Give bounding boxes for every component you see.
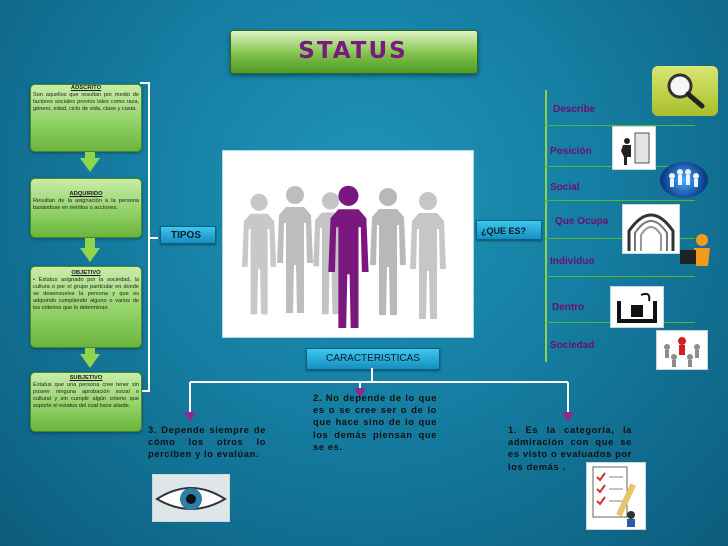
left-bracket-top (140, 82, 150, 84)
right-item-sociedad: Sociedad (550, 340, 595, 351)
people-image (222, 150, 474, 338)
checklist-icon (586, 462, 646, 530)
right-item-dentro: Dentro (552, 302, 585, 313)
down-arrow-icon (80, 354, 100, 368)
right-item-posicion: Posición (550, 146, 592, 157)
type-box-adscrito: ADSCRITO Son aquellos que resultan por m… (30, 84, 142, 152)
que-es-label: ¿QUE ES? (476, 220, 542, 240)
arrow-stem (85, 152, 95, 158)
right-item-social: Social (550, 182, 580, 193)
right-item-describe: Describe (553, 104, 596, 115)
down-arrow-icon (80, 158, 100, 172)
left-bracket-bottom (140, 390, 150, 392)
type-heading: OBJETIVO (71, 270, 101, 276)
divider (545, 200, 695, 201)
person-with-board-icon (676, 232, 716, 272)
divider (545, 238, 695, 239)
type-box-subjetivo: SUBJETIVO Estatus que una persona cree t… (30, 372, 142, 432)
type-heading: SUBJETIVO (69, 375, 103, 381)
people-silhouettes-icon (242, 185, 446, 328)
type-description: Estatus que una persona cree tener sin p… (33, 382, 139, 410)
archway-icon (622, 204, 680, 254)
characteristic-1: 1. Es la categoría, la admiración con qu… (508, 424, 632, 472)
right-bracket (545, 90, 547, 362)
caracteristicas-label: CARACTERISTICAS (306, 348, 440, 370)
characteristic-2: 2. No depende de lo que es o se cree ser… (313, 392, 437, 452)
right-item-individuo: Individuo (550, 256, 595, 267)
down-arrow-icon (80, 248, 100, 262)
arrow-stem (85, 348, 95, 354)
divider (545, 125, 695, 126)
type-heading: ADSCRITO (70, 85, 102, 91)
characteristic-3: 3. Depende siempre de cómo los otros lo … (148, 424, 266, 460)
type-heading: ADQUIRIDO (69, 191, 103, 197)
inbox-tray-icon (610, 286, 664, 328)
type-description: Son aquellos que resultan por medio de f… (33, 92, 139, 113)
divider (545, 276, 695, 277)
page-title: STATUS (298, 38, 408, 64)
left-bracket-mid (148, 237, 158, 239)
social-network-icon (660, 162, 708, 198)
arrow-stem (85, 238, 95, 248)
title-bar (230, 30, 478, 74)
type-box-adquirido: ADQUIRIDO Resultan de la asignación a la… (30, 178, 142, 238)
type-description: • Estatus asignado por la sociedad, la c… (33, 277, 139, 312)
eye-icon (152, 474, 230, 522)
right-item-que-ocupa: Que Ocupa (555, 216, 609, 227)
tipos-label: TIPOS (160, 226, 216, 244)
person-at-desk-icon (612, 126, 656, 170)
type-box-objetivo: OBJETIVO • Estatus asignado por la socie… (30, 266, 142, 348)
magnifier-icon (652, 66, 718, 116)
society-group-icon (656, 330, 708, 370)
type-description: Resultan de la asignación a la persona b… (33, 198, 139, 212)
characteristics-connector (184, 368, 574, 422)
